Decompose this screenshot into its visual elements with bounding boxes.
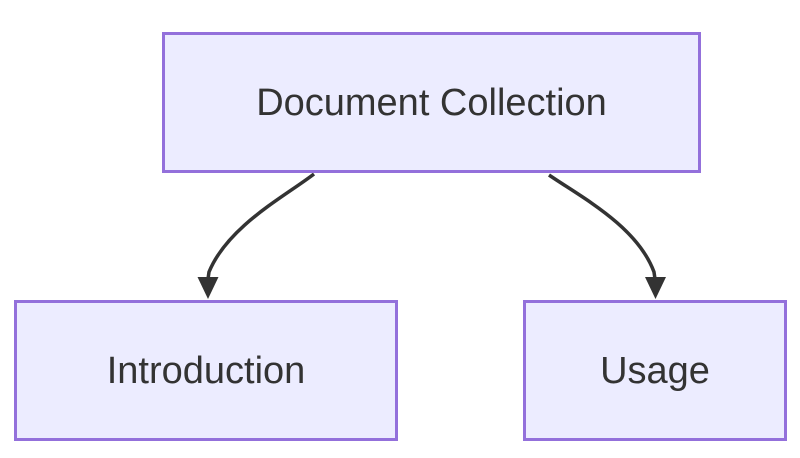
arrowhead-down-icon [197,277,219,299]
node-document-collection: Document Collection [162,32,701,173]
edge-document-collection-to-introduction [206,172,316,280]
arrowhead-down-icon [645,277,666,299]
node-introduction-label: Introduction [106,349,306,392]
node-document-collection-label: Document Collection [256,81,607,124]
node-usage-label: Usage [600,349,710,392]
node-introduction: Introduction [14,300,398,441]
node-usage: Usage [523,300,787,441]
edge-document-collection-to-usage [548,173,657,280]
